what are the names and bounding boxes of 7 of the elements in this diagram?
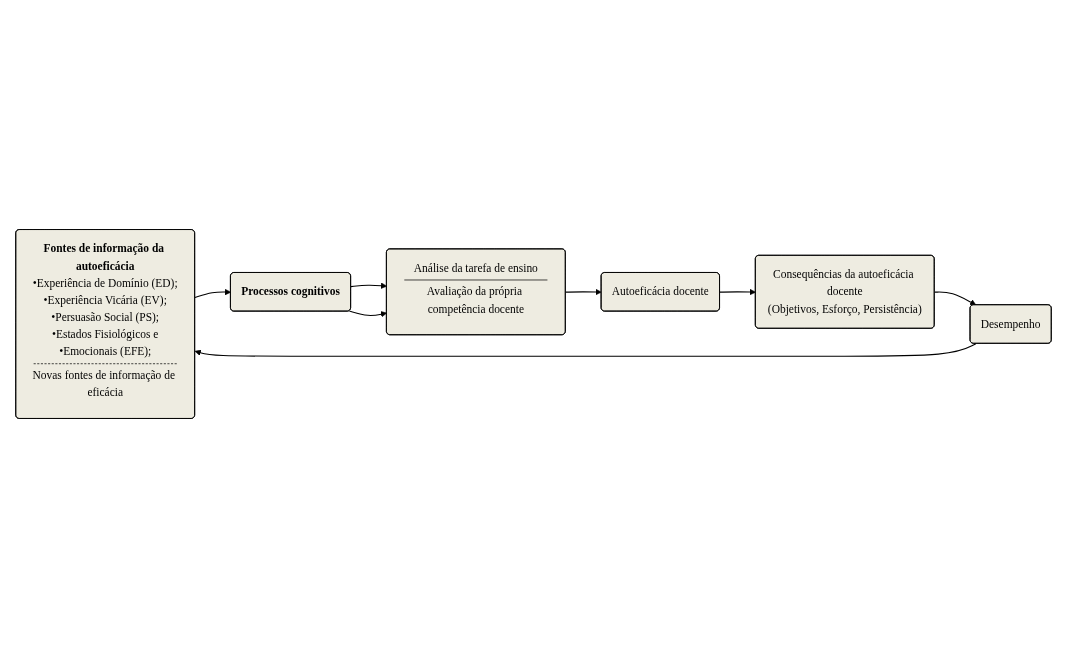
arrow (194, 343, 977, 357)
arrow (194, 288, 232, 299)
arrow (934, 291, 977, 306)
arrow (565, 288, 602, 296)
arrow (350, 282, 388, 289)
arrow (348, 310, 388, 318)
arrow (719, 288, 756, 296)
